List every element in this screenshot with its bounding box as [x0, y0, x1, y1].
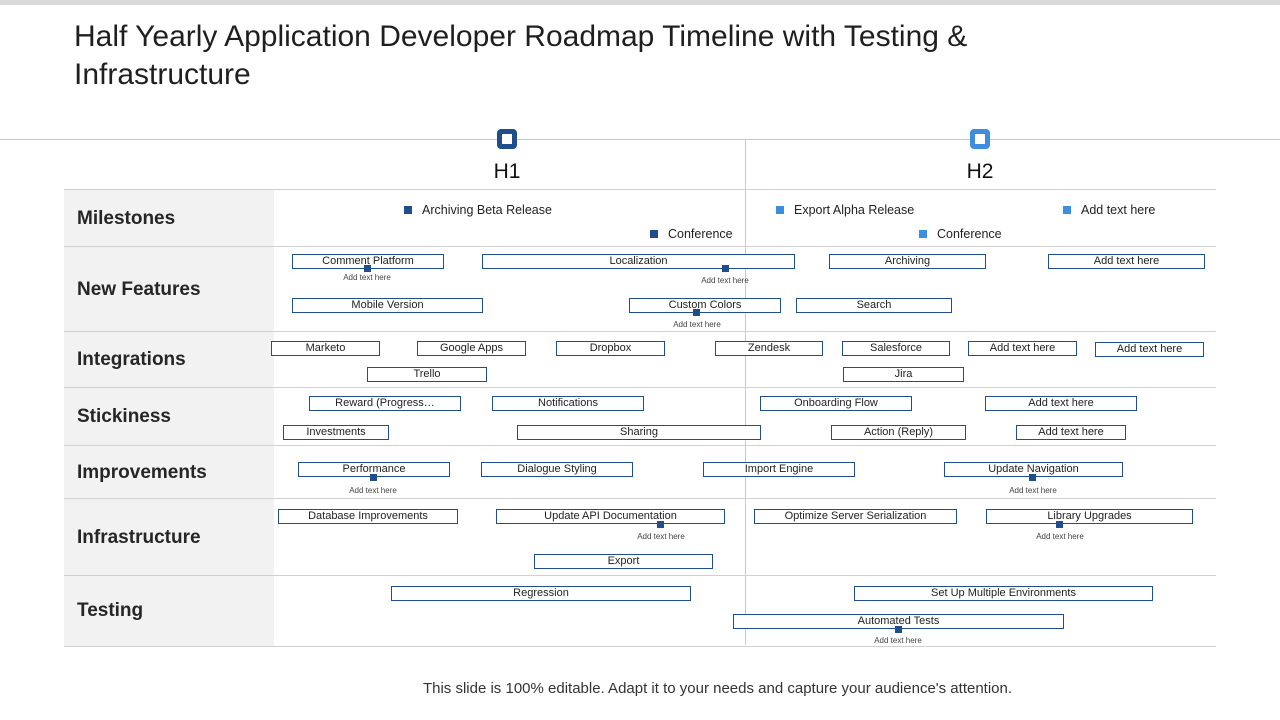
- row-label-testing: Testing: [64, 576, 274, 646]
- period-label-h1: H1: [493, 160, 521, 183]
- row-milestones: Milestones Archiving Beta Release Confer…: [64, 189, 1216, 247]
- h1-marker-icon: [497, 129, 517, 149]
- task-marker-icon: [895, 626, 902, 633]
- row-label-improvements: Improvements: [64, 446, 274, 499]
- milestone-marker-icon: [1063, 206, 1071, 214]
- task-note: Add text here: [637, 532, 685, 541]
- milestone-item: Conference: [650, 227, 733, 241]
- task-bar: Regression: [391, 586, 691, 601]
- milestone-marker-icon: [650, 230, 658, 238]
- task-bar: Update Navigation: [944, 462, 1123, 477]
- task-bar: Import Engine: [703, 462, 855, 477]
- task-note: Add text here: [1036, 532, 1084, 541]
- task-bar: Zendesk: [715, 341, 823, 356]
- task-bar: Marketo: [271, 341, 380, 356]
- task-bar: Onboarding Flow: [760, 396, 912, 411]
- row-testing: Testing Regression Set Up Multiple Envir…: [64, 575, 1216, 647]
- task-bar: Custom Colors: [629, 298, 781, 313]
- milestone-marker-icon: [776, 206, 784, 214]
- task-bar: Database Improvements: [278, 509, 458, 524]
- milestone-label: Add text here: [1081, 203, 1156, 217]
- milestone-item: Archiving Beta Release: [404, 203, 552, 217]
- task-marker-icon: [722, 265, 729, 272]
- row-stickiness: Stickiness Reward (Progress… Notificatio…: [64, 387, 1216, 446]
- task-bar: Salesforce: [842, 341, 950, 356]
- header-separator: [0, 139, 1280, 140]
- task-marker-icon: [1029, 474, 1036, 481]
- row-integrations: Integrations Marketo Google Apps Dropbox…: [64, 331, 1216, 388]
- task-marker-icon: [370, 474, 377, 481]
- row-label-milestones: Milestones: [64, 190, 274, 247]
- task-bar: Reward (Progress…: [309, 396, 461, 411]
- task-note: Add text here: [701, 276, 749, 285]
- task-marker-icon: [693, 309, 700, 316]
- milestone-marker-icon: [919, 230, 927, 238]
- task-bar: Add text here: [985, 396, 1137, 411]
- row-label-stickiness: Stickiness: [64, 388, 274, 446]
- task-bar: Add text here: [968, 341, 1077, 356]
- h2-marker-icon: [970, 129, 990, 149]
- task-bar: Notifications: [492, 396, 644, 411]
- task-marker-icon: [1056, 521, 1063, 528]
- row-new-features: New Features Comment Platform Add text h…: [64, 246, 1216, 332]
- task-bar: Google Apps: [417, 341, 526, 356]
- task-bar: Add text here: [1016, 425, 1126, 440]
- task-note: Add text here: [673, 320, 721, 329]
- milestone-label: Conference: [937, 227, 1002, 241]
- task-bar: Archiving: [829, 254, 986, 269]
- task-bar: Comment Platform: [292, 254, 444, 269]
- top-accent-bar: [0, 0, 1280, 5]
- task-marker-icon: [657, 521, 664, 528]
- milestone-item: Export Alpha Release: [776, 203, 914, 217]
- footer-caption: This slide is 100% editable. Adapt it to…: [422, 680, 1013, 697]
- task-note: Add text here: [343, 273, 391, 282]
- task-bar: Dialogue Styling: [481, 462, 633, 477]
- period-label-h2: H2: [966, 160, 994, 183]
- task-bar: Add text here: [1095, 342, 1204, 357]
- slide-title: Half Yearly Application Developer Roadma…: [74, 20, 968, 91]
- task-marker-icon: [364, 265, 371, 272]
- task-bar: Export: [534, 554, 713, 569]
- task-bar: Optimize Server Serialization: [754, 509, 957, 524]
- task-bar: Trello: [367, 367, 487, 382]
- task-bar: Set Up Multiple Environments: [854, 586, 1153, 601]
- task-bar: Search: [796, 298, 952, 313]
- task-bar: Update API Documentation: [496, 509, 725, 524]
- milestone-label: Conference: [668, 227, 733, 241]
- row-infrastructure: Infrastructure Database Improvements Upd…: [64, 498, 1216, 576]
- task-bar: Jira: [843, 367, 964, 382]
- milestone-label: Export Alpha Release: [794, 203, 915, 217]
- task-bar: Mobile Version: [292, 298, 483, 313]
- period-divider: [745, 140, 746, 645]
- task-bar: Sharing: [517, 425, 761, 440]
- milestone-marker-icon: [404, 206, 412, 214]
- task-bar: Add text here: [1048, 254, 1205, 269]
- task-bar: Investments: [283, 425, 389, 440]
- task-note: Add text here: [874, 636, 922, 645]
- milestone-item: Add text here: [1063, 203, 1155, 217]
- row-improvements: Improvements Performance Add text here D…: [64, 445, 1216, 499]
- task-bar: Action (Reply): [831, 425, 966, 440]
- task-bar: Library Upgrades: [986, 509, 1193, 524]
- row-label-new-features: New Features: [64, 247, 274, 332]
- milestone-label: Archiving Beta Release: [422, 203, 552, 217]
- row-label-infrastructure: Infrastructure: [64, 499, 274, 576]
- task-bar: Localization: [482, 254, 795, 269]
- task-bar: Dropbox: [556, 341, 665, 356]
- task-bar: Performance: [298, 462, 450, 477]
- task-note: Add text here: [349, 486, 397, 495]
- task-note: Add text here: [1009, 486, 1057, 495]
- row-label-integrations: Integrations: [64, 332, 274, 388]
- milestone-item: Conference: [919, 227, 1002, 241]
